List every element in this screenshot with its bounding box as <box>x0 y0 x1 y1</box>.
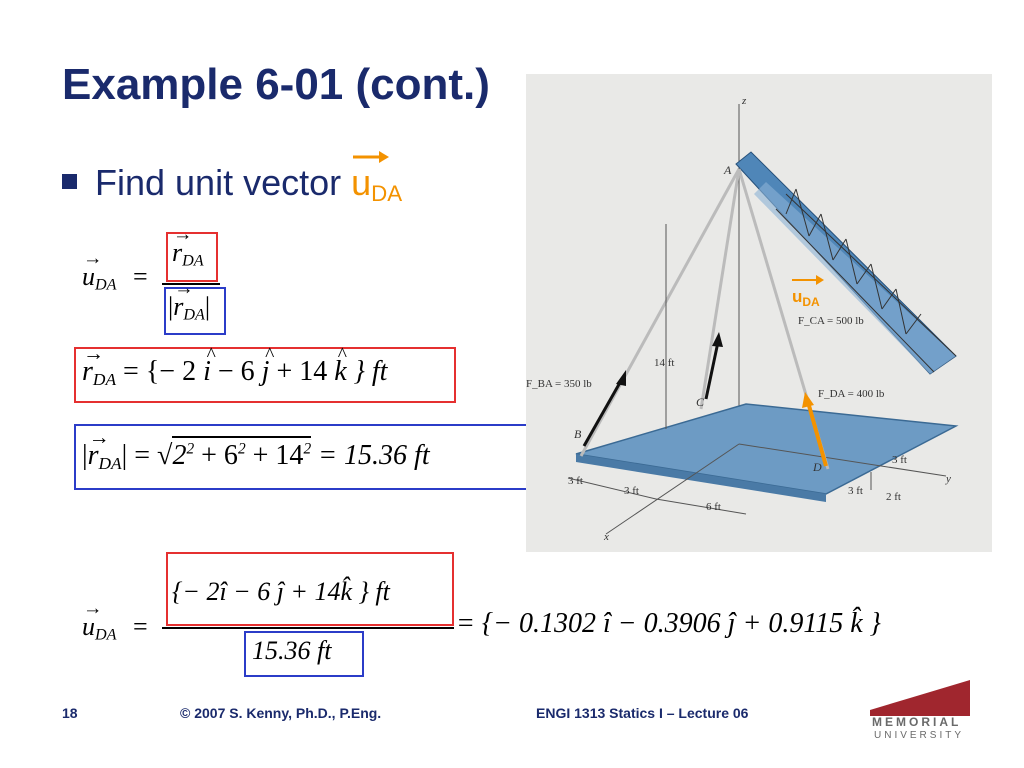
figure-label-14ft: 14 ft <box>654 357 674 369</box>
slide-title: Example 6-01 (cont.) <box>62 60 490 109</box>
eq4-numerator: {− 2î − 6 ĵ + 14k̂ } ft <box>172 577 390 606</box>
footer-course: ENGI 1313 Statics I – Lecture 06 <box>536 705 749 721</box>
bullet-find-unit-vector: Find unit vector uDA <box>62 151 402 207</box>
memorial-university-logo: MEMORIAL UNIVERSITY <box>870 680 970 740</box>
eq4-numerator-box <box>166 552 454 626</box>
figure-label-fba: F_BA = 350 lb <box>526 378 592 390</box>
vector-arrow-icon <box>353 151 390 163</box>
bullet-vector-u: uDA <box>351 151 402 207</box>
logo-text-university: UNIVERSITY <box>874 730 964 740</box>
eq1-denominator: |rDA| <box>168 278 210 325</box>
figure-dim-2ft: 2 ft <box>886 491 901 503</box>
figure-label-d: D <box>812 460 822 474</box>
figure-label-z: z <box>741 95 747 107</box>
figure-label-a: A <box>723 163 732 177</box>
eq2-rda: rDA = {− 2 i − 6 j + 14 k } ft <box>82 341 387 390</box>
logo-text-memorial: MEMORIAL <box>872 715 961 729</box>
bullet-square-icon <box>62 173 77 189</box>
figure-dim-6ft: 6 ft <box>706 501 721 513</box>
bullet-text: Find unit vector <box>95 162 352 203</box>
figure-dim-3ft-b: 3 ft <box>624 485 639 497</box>
eq4-result: = {− 0.1302 î − 0.3906 ĵ + 0.9115 k̂ } <box>456 608 881 639</box>
page-number: 18 <box>62 705 78 721</box>
eq1-lhs: uDA = <box>82 248 148 295</box>
figure-label-fca: F_CA = 500 lb <box>798 315 864 327</box>
eq4-lhs: uDA = <box>82 598 148 645</box>
figure-dim-3ft-a: 3 ft <box>568 475 583 487</box>
eq4-fraction-bar <box>162 627 454 629</box>
figure-dim-3ft-c: 3 ft <box>892 454 907 466</box>
eq1-denominator-box <box>164 287 226 335</box>
figure-label-uda: uDA <box>792 287 820 309</box>
eq1-numerator: rDA <box>172 224 204 271</box>
figure-label-y: y <box>945 473 951 485</box>
figure-label-c: C <box>696 395 705 409</box>
figure-label-fda: F_DA = 400 lb <box>818 388 885 400</box>
eq3-magnitude: |rDA| = √22 + 62 + 142 = 15.36 ft <box>82 425 430 474</box>
crane-figure: z A B C D x y 14 ft F_BA = 350 lb F_CA =… <box>526 74 992 552</box>
figure-dim-3ft-d: 3 ft <box>848 485 863 497</box>
eq4-denominator: 15.36 ft <box>252 636 332 665</box>
footer-copyright: © 2007 S. Kenny, Ph.D., P.Eng. <box>180 705 382 721</box>
eq4-denominator-box <box>244 631 364 677</box>
figure-label-x: x <box>603 531 609 543</box>
figure-label-b: B <box>574 427 582 441</box>
